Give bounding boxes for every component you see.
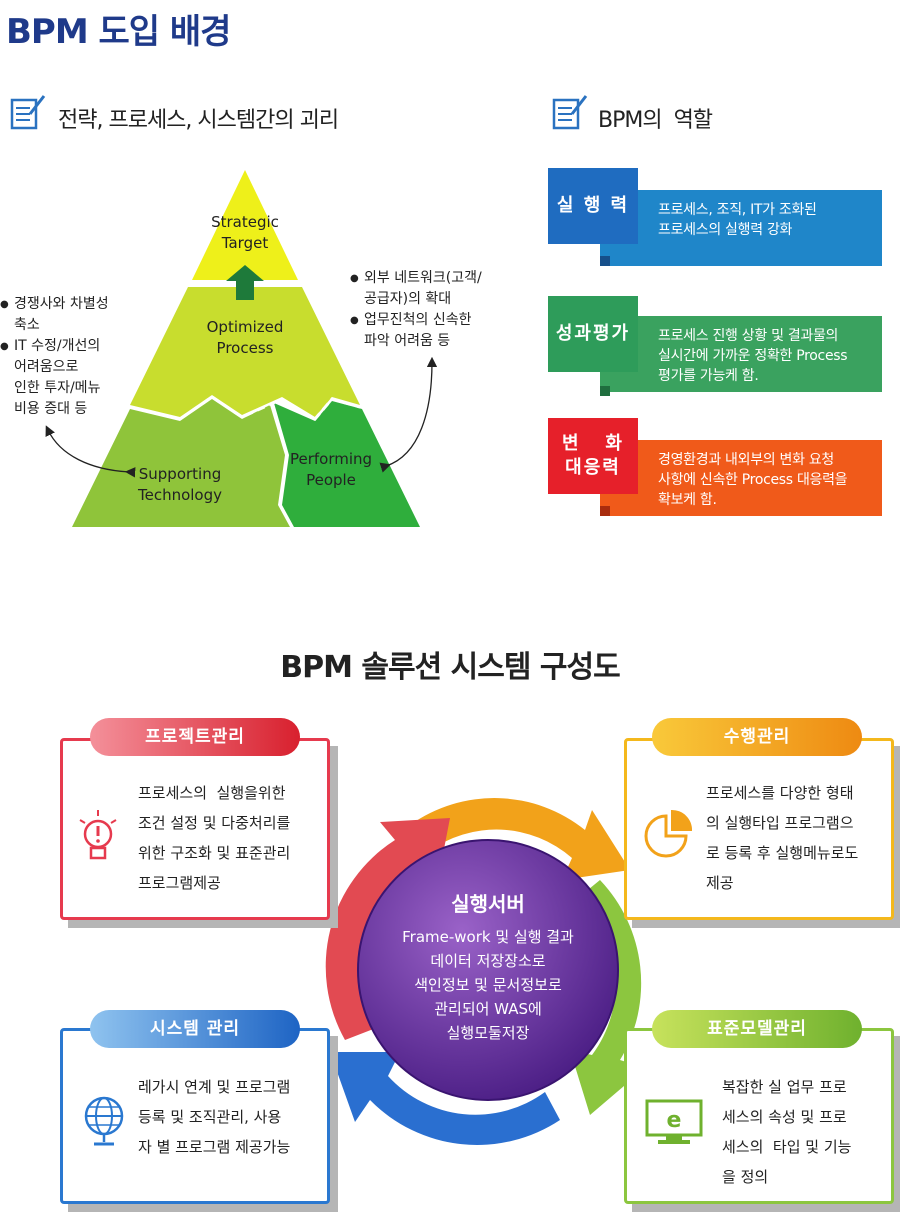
- project-line-3: 위한 구조화 및 표준관리: [138, 844, 291, 862]
- role-3-line-1: 경영환경과 내외부의 변화 요청: [658, 452, 834, 468]
- role-tag-change-line-1: 변 화: [562, 433, 624, 454]
- role-3-line-3: 확보케 함.: [658, 492, 717, 508]
- page-title: BPM 도입 배경: [6, 12, 231, 52]
- left-bullet-2-line-3: 인한 투자/메뉴: [14, 380, 101, 396]
- project-line-4: 프로그램제공: [138, 874, 221, 892]
- system-line-2: 등록 및 조직관리, 사용: [138, 1108, 282, 1126]
- module-card-execution: [624, 738, 894, 920]
- module-card-standard: [624, 1028, 894, 1204]
- standard-line-2: 세스의 속성 및 프로: [722, 1108, 847, 1126]
- pie-chart-icon: [644, 809, 693, 858]
- left-bullet-2-line-1: IT 수정/개선의: [14, 338, 101, 354]
- standard-line-4: 을 정의: [722, 1168, 769, 1186]
- standard-line-1: 복잡한 실 업무 프로: [722, 1078, 847, 1096]
- hub-line-5: 실행모둘저장: [446, 1024, 530, 1042]
- system-line-1: 레가시 연계 및 프로그램: [138, 1078, 291, 1096]
- execution-line-1: 프로세스를 다양한 형태: [706, 784, 854, 802]
- right-bullet-1-line-2: 공급자)의 확대: [364, 291, 452, 307]
- role-3-line-2: 사항에 신속한 Process 대응력을: [658, 472, 848, 488]
- right-bullet-2-line-2: 파악 어려움 등: [364, 333, 451, 349]
- pyramid-left-label-1: Supporting: [138, 465, 222, 483]
- module-text-project: 프로세스의 실행을위한 조건 설정 및 다중처리를 위한 구조화 및 표준관리 …: [138, 778, 323, 898]
- gap-section-heading: 전략, 프로세스, 시스템간의 괴리: [58, 108, 339, 133]
- monitor-e-icon: e: [645, 1099, 703, 1144]
- module-label-system: 시스템 관리: [90, 1010, 300, 1048]
- project-line-1: 프로세스의 실행을위한: [138, 784, 286, 802]
- left-bullet-2-line-2: 어려움으로: [14, 359, 79, 375]
- execution-line-3: 로 등록 후 실행메뉴로도: [706, 844, 859, 862]
- hub-line-1: Frame-work 및 실행 결과: [402, 928, 574, 946]
- role-2-line-2: 실시간에 가까운 정확한 Process: [658, 348, 848, 364]
- execution-line-4: 제공: [706, 874, 734, 892]
- role-card-change: 경영환경과 내외부의 변화 요청 사항에 신속한 Process 대응력을 확보…: [600, 440, 882, 516]
- pyramid-right-label-1: Performing: [289, 450, 373, 468]
- pyramid-right-layer: [274, 401, 420, 527]
- pyramid-top-label-2: Target: [221, 234, 269, 252]
- connector-arrows: [45, 356, 438, 478]
- document-pen-icon: [10, 95, 46, 130]
- pyramid-left-label-2: Technology: [137, 486, 223, 504]
- left-bullet-2-line-4: 비용 증대 등: [14, 401, 88, 417]
- role-1-line-1: 프로세스, 조직, IT가 조화된: [658, 202, 817, 218]
- pyramid-top-label-1: Strategic: [211, 213, 279, 231]
- right-bullet-1-line-1: 외부 네트워크(고객/: [364, 270, 482, 286]
- left-bullet-1-line-2: 축소: [14, 317, 40, 333]
- hub-line-2: 데이터 저장장소로: [430, 952, 546, 970]
- role-tag-change: 변 화 대응력: [548, 418, 638, 494]
- project-line-2: 조건 설정 및 다중처리를: [138, 814, 291, 832]
- lightbulb-icon: [79, 810, 117, 860]
- up-arrow-icon: [226, 265, 264, 300]
- pyramid-middle-layer: [130, 287, 360, 417]
- execution-server-hub: [357, 839, 619, 1101]
- standard-line-3: 세스의 타입 및 기능: [722, 1138, 852, 1156]
- left-bullet-1-line-1: 경쟁사와 차별성: [14, 296, 109, 312]
- role-2-line-1: 프로세스 진행 상황 및 결과물의: [658, 328, 839, 344]
- system-line-3: 자 별 프로그램 제공가능: [138, 1138, 291, 1156]
- left-bullet-list: 경쟁사와 차별성 축소 IT 수정/개선의 어려움으로 인한 투자/메뉴 비용 …: [0, 294, 150, 420]
- document-pen-icon-2: [552, 95, 588, 130]
- module-text-standard: 복잡한 실 업무 프로 세스의 속성 및 프로 세스의 타입 및 기능 을 정의: [722, 1072, 884, 1192]
- role-section-heading: BPM의 역할: [598, 108, 713, 133]
- svg-text:e: e: [667, 1108, 682, 1133]
- role-card-execution: 프로세스, 조직, IT가 조화된 프로세스의 실행력 강화: [600, 190, 882, 266]
- module-card-project: [60, 738, 330, 920]
- cycle-ring: [325, 798, 645, 1145]
- right-bullet-2-line-1: 업무진척의 신속한: [364, 312, 472, 328]
- role-2-line-3: 평가를 가능케 함.: [658, 368, 759, 384]
- hub-line-3: 색인정보 및 문서정보로: [414, 976, 562, 994]
- pyramid-middle-label-2: Process: [216, 339, 274, 357]
- globe-icon: [84, 1096, 124, 1146]
- role-tag-execution: 실 행 력: [548, 168, 638, 244]
- right-bullet-list: 외부 네트워크(고객/ 공급자)의 확대 업무진척의 신속한 파악 어려움 등: [350, 268, 530, 352]
- role-card-evaluation: 프로세스 진행 상황 및 결과물의 실시간에 가까운 정확한 Process 평…: [600, 316, 882, 392]
- module-label-standard: 표준모델관리: [652, 1010, 862, 1048]
- system-diagram-title: BPM 솔루션 시스템 구성도: [280, 650, 620, 685]
- hub-title: 실행서버: [451, 892, 525, 916]
- pyramid-right-label-2: People: [306, 471, 356, 489]
- role-1-line-2: 프로세스의 실행력 강화: [658, 222, 793, 238]
- module-label-execution: 수행관리: [652, 718, 862, 756]
- role-tag-evaluation: 성과평가: [548, 296, 638, 372]
- module-text-system: 레가시 연계 및 프로그램 등록 및 조직관리, 사용 자 별 프로그램 제공가…: [138, 1072, 324, 1162]
- hub-line-4: 관리되어 WAS에: [434, 1000, 542, 1018]
- pyramid-middle-label-1: Optimized: [206, 318, 284, 336]
- role-tag-change-line-2: 대응력: [565, 457, 621, 478]
- hub-text: 실행서버 Frame-work 및 실행 결과 데이터 저장장소로 색인정보 및…: [380, 888, 596, 1045]
- module-text-execution: 프로세스를 다양한 형태 의 실행타입 프로그램으 로 등록 후 실행메뉴로도 …: [706, 778, 888, 898]
- execution-line-2: 의 실행타입 프로그램으: [706, 814, 854, 832]
- module-label-project: 프로젝트관리: [90, 718, 300, 756]
- pyramid-top-layer: [192, 170, 298, 280]
